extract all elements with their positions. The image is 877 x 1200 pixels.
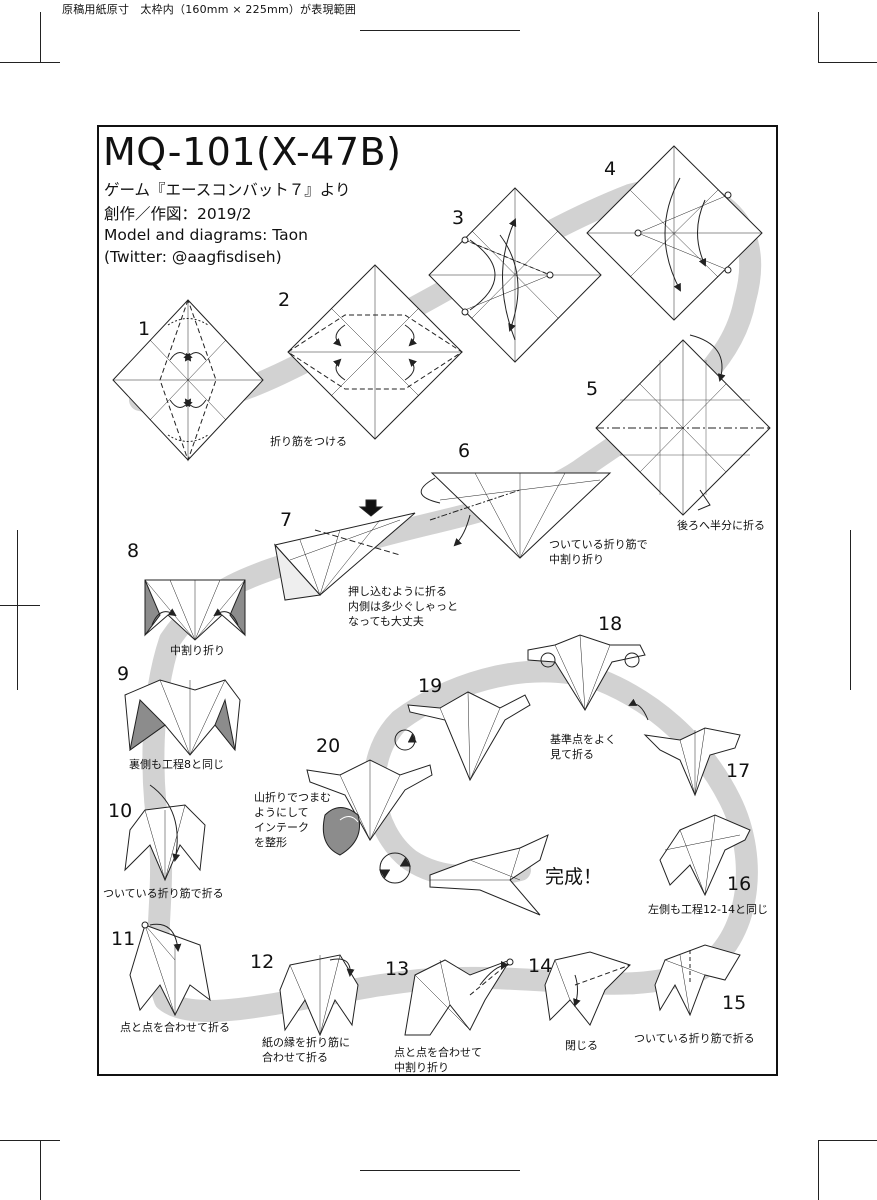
step-17-figure [643,727,741,797]
step-4-figure [586,145,763,321]
step-20-figure [306,759,433,856]
step-18-figure [527,634,649,721]
step-caption: 閉じる [565,1039,598,1052]
completion-label: 完成！ [545,866,603,888]
crop-mark [0,605,40,606]
step-caption: ついている折り筋で 中割り折り [549,538,648,566]
step-number: 15 [722,992,747,1014]
step-caption: 点と点を合わせて折る [120,1021,230,1034]
step-number: 3 [452,207,465,229]
step-10-figure [124,784,206,882]
step-1-figure [112,299,264,462]
step-16-figure [659,814,751,897]
subtitle-line: 創作／作図：2019/2 [104,205,252,223]
step-caption: 裏側も工程8と同じ [129,758,224,771]
step-number: 6 [458,440,471,462]
step-11-figure [129,921,211,1017]
step-caption: 点と点を合わせて 中割り折り [394,1046,482,1074]
subtitle-line: ゲーム『エースコンバット７』より [104,181,351,199]
step-caption: 紙の縁を折り筋に 合わせて折る [262,1036,350,1064]
step-3-figure [428,187,602,363]
step-number: 8 [127,540,140,562]
crop-mark [0,1140,60,1141]
step-number: 12 [250,951,275,973]
step-number: 13 [385,958,410,980]
step-19-figure [407,691,531,782]
step-caption: 左側も工程12-14と同じ [648,903,768,916]
step-caption: 基準点をよく 見て折る [550,733,616,761]
step-caption: ついている折り筋で折る [103,887,224,900]
step-number: 7 [280,509,293,531]
subtitle-line: Model and diagrams: Taon [104,226,308,244]
step-number: 10 [108,800,133,822]
crop-mark [40,12,41,62]
step-15-figure [654,944,741,1017]
crop-mark [818,1140,877,1141]
step-13-figure [404,958,514,1036]
step-5-figure [595,334,771,516]
step-8-figure [144,579,246,641]
rotate-icon-19 [394,729,417,751]
crop-mark [818,62,877,63]
page-title: MQ-101(X-47B) [103,130,402,174]
step-2-figure [287,264,463,440]
step-caption: 山折りでつまむ ようにして インテーク を整形 [254,791,331,849]
step-number: 5 [586,378,599,400]
step-number: 9 [117,663,130,685]
crop-mark [360,30,520,31]
step-number: 4 [604,158,617,180]
crop-mark [360,1170,520,1171]
step-number: 20 [316,735,341,757]
crop-mark [850,530,851,690]
step-number: 16 [727,873,752,895]
step-9-figure [124,679,241,756]
crop-mark [40,1140,41,1200]
step-caption: 押し込むように折る 内側は多少ぐしゃっと なっても大丈夫 [348,585,458,628]
crop-mark [818,12,819,62]
step-number: 19 [418,675,443,697]
step-number: 17 [726,760,751,782]
step-caption: 後ろへ半分に折る [677,519,765,532]
completed-model [429,834,549,916]
step-number: 2 [278,289,291,311]
step-caption: 中割り折り [170,644,225,657]
step-number: 1 [138,318,151,340]
step-12-figure [279,954,359,1037]
step-14-figure [544,951,631,1026]
diagram-frame [97,125,778,1076]
step-caption: ついている折り筋で折る [634,1032,755,1045]
step-number: 18 [598,613,623,635]
crop-mark [0,62,60,63]
step-caption: 折り筋をつける [270,435,347,448]
page-note: 原稿用紙原寸 太枠内（160mm × 225mm）が表現範囲 [62,3,357,16]
rotate-icon-20 [379,852,411,884]
step-7-figure [274,499,416,601]
crop-mark [17,530,18,690]
step-number: 11 [111,928,136,950]
crop-mark [818,1140,819,1200]
subtitle-line: (Twitter: @aagfisdiseh) [104,248,282,266]
step-number: 14 [528,955,553,977]
step-6-figure [420,472,612,559]
